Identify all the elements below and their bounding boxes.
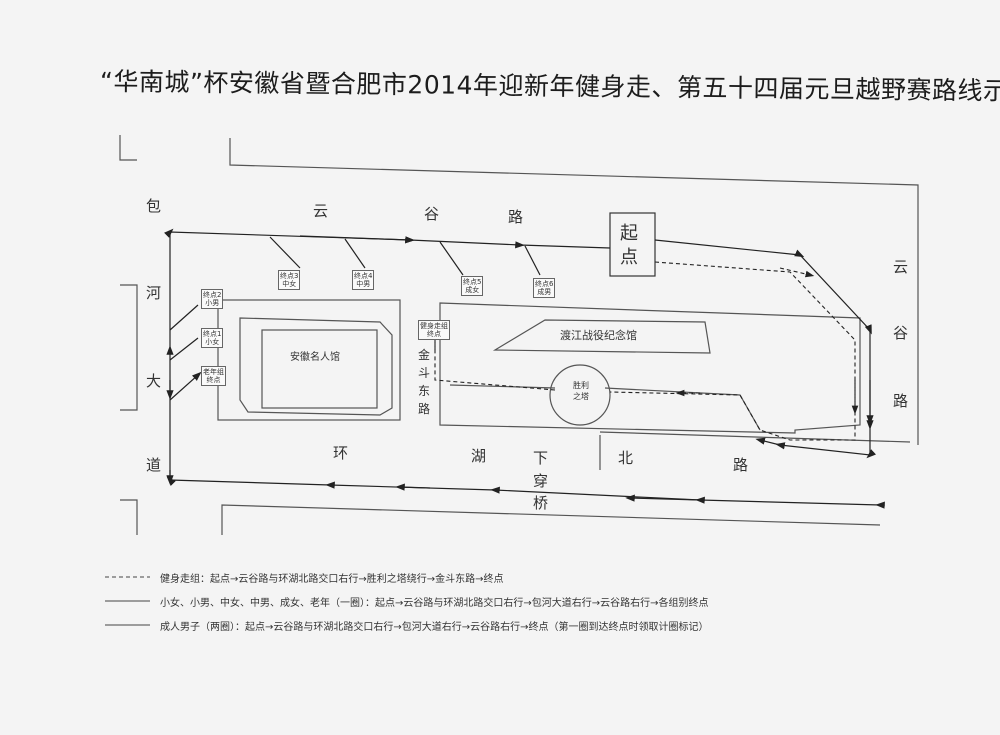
road-edge-top [229, 138, 919, 445]
celebrity-hall-outline [239, 317, 393, 416]
finish-label: 终点5 [463, 278, 482, 286]
memorial-label: 渡江战役纪念馆 [560, 329, 637, 342]
road-north-1: 北 [618, 449, 634, 467]
road-baohe-1: 包 [146, 197, 162, 215]
finish-branch-arrows [169, 236, 541, 401]
legend-walk: 健身走组：起点→云谷路与环湖北路交口右行→胜利之塔绕行→金斗东路→终点 [160, 574, 504, 585]
finish-box-elder: 老年组终点 [201, 366, 226, 386]
walk-route [434, 261, 856, 441]
road-north-2: 路 [733, 456, 749, 474]
finish-group: 中女 [282, 280, 297, 288]
celebrity-hall-label: 安徽名人馆 [290, 352, 340, 363]
finish-group: 中男 [356, 280, 371, 288]
road-underpass-3: 桥 [533, 494, 549, 512]
finish-label: 健身走组 [420, 322, 448, 330]
road-baohe-4: 道 [146, 456, 162, 474]
road-yungu-right-3: 路 [893, 392, 909, 410]
finish-group: 成男 [537, 288, 552, 296]
lap-arrow [395, 483, 431, 491]
road-edge-north [599, 431, 911, 470]
road-yungu-top-1: 云 [313, 202, 329, 220]
start-label: 起点 [620, 223, 638, 268]
legend-two-laps: 成人男子（两圈）：起点→云谷路与环湖北路交口右行→包河大道右行→云谷路右行→终点… [160, 622, 709, 633]
road-huanhu-1: 环 [333, 444, 349, 462]
finish-label: 终点1 [203, 330, 222, 338]
road-yungu-top-2: 谷 [424, 205, 440, 223]
finish-group: 终点 [427, 330, 441, 338]
road-underpass-1: 下 [533, 449, 549, 467]
memorial-block [439, 302, 861, 434]
finish-label: 终点6 [535, 280, 554, 288]
road-edge-bottom [221, 504, 881, 535]
road-edge-left-bracket [119, 135, 138, 535]
road-jindou: 金斗东路 [418, 348, 431, 416]
finish-group: 小男 [205, 299, 220, 307]
road-yungu-right-2: 谷 [893, 324, 909, 342]
finish-group: 成女 [465, 286, 480, 294]
tower-path [449, 384, 761, 431]
road-huanhu-2: 湖 [471, 447, 487, 465]
celebrity-hall-building [261, 329, 378, 409]
finish-box-walk: 健身走组终点 [418, 320, 450, 340]
walk-arrow [779, 267, 815, 278]
lap-arrow [625, 494, 701, 502]
finish-group: 小女 [205, 338, 220, 346]
legend-one-lap: 小女、小男、中女、中男、成女、老年（一圈）：起点→云谷路与环湖北路交口右行→包河… [160, 598, 709, 609]
road-underpass-2: 穿 [533, 472, 549, 490]
road-yungu-top-3: 路 [508, 208, 524, 226]
tower-label: 胜利之塔 [573, 381, 589, 401]
road-baohe-3: 大 [146, 372, 162, 390]
finish-label: 老年组 [203, 368, 224, 376]
finish-label: 终点3 [280, 272, 299, 280]
finish-label: 终点2 [203, 291, 222, 299]
road-baohe-2: 河 [146, 284, 162, 302]
finish-label: 终点4 [354, 272, 373, 280]
road-yungu-right-1: 云 [893, 258, 909, 276]
lap-route [170, 232, 880, 505]
finish-group: 终点 [206, 376, 221, 384]
lap-arrow [299, 235, 415, 244]
